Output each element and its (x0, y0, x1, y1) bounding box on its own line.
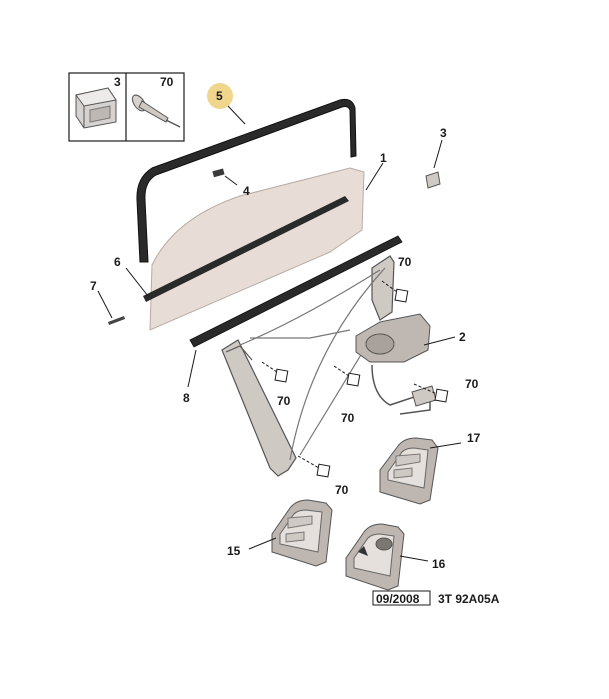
strip-end-clip (108, 316, 125, 325)
window-switch-16 (345, 523, 405, 591)
inset-box: 3 70 (68, 72, 185, 142)
label-70-left: 70 (277, 394, 291, 408)
label-6: 6 (114, 255, 121, 269)
footer-reference: 09/2008 3T 92A05A (372, 590, 500, 606)
fixing-markers (274, 288, 449, 478)
right-clip (425, 171, 441, 189)
label-17: 17 (467, 431, 481, 445)
clip-part-icon (75, 87, 117, 129)
outer-waist-seal (189, 235, 403, 348)
door-glass (149, 167, 365, 331)
label-2: 2 (459, 330, 466, 344)
window-regulator (221, 255, 395, 477)
rivet-icon (131, 94, 181, 128)
label-leaders (97, 139, 462, 562)
inner-waist-strip (143, 196, 349, 302)
highlight-badge (207, 83, 233, 109)
footer-date: 09/2008 (376, 592, 420, 606)
label-16: 16 (432, 557, 446, 571)
label-70-bottom: 70 (335, 483, 349, 497)
inset-label-70: 70 (160, 75, 174, 89)
label-8: 8 (183, 391, 190, 405)
label-4: 4 (243, 184, 250, 198)
small-clip (212, 168, 225, 178)
label-3: 3 (440, 126, 447, 140)
label-70-top: 70 (398, 255, 412, 269)
label-5: 5 (216, 89, 223, 103)
label-70-mid: 70 (341, 411, 355, 425)
footer-code: 3T 92A05A (438, 592, 500, 606)
label-1: 1 (380, 151, 387, 165)
callout-5: 5 (207, 83, 246, 125)
label-7: 7 (90, 279, 97, 293)
label-70-right: 70 (465, 377, 479, 391)
window-frame-seal (136, 98, 357, 263)
window-switch-15 (271, 499, 333, 567)
fixing-leaders (261, 280, 438, 469)
window-switch-17 (379, 437, 439, 505)
inset-label-3: 3 (114, 75, 121, 89)
date-box (372, 590, 431, 606)
window-motor (355, 313, 437, 415)
label-15: 15 (227, 544, 241, 558)
